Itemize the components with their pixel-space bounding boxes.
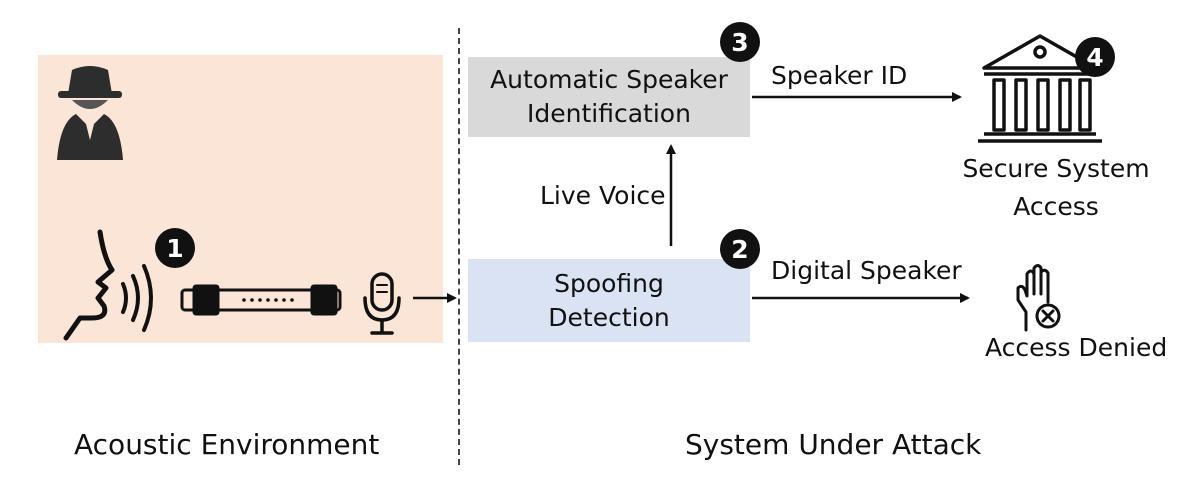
denied-hand-icon	[1016, 264, 1061, 332]
step-badge-3: 3	[720, 22, 760, 62]
speaker-id-label: Speaker ID	[771, 61, 908, 90]
step-badge-2: 2	[720, 229, 760, 269]
acoustic-environment-caption: Acoustic Environment	[74, 428, 380, 461]
microphone-icon	[363, 272, 401, 335]
sound-waves-icon	[121, 264, 153, 332]
flute-icon	[180, 284, 342, 316]
speaking-head-icon	[63, 229, 115, 341]
bank-building-icon	[978, 34, 1102, 143]
spy-icon	[57, 66, 123, 160]
access-denied-label: Access Denied	[985, 333, 1168, 362]
secure-system-access-label: Secure System Access	[962, 154, 1150, 221]
spoofing-detection-box: Spoofing Detection	[468, 259, 750, 342]
step-badge-4: 4	[1075, 37, 1115, 77]
step-badge-1: 1	[155, 228, 195, 268]
speaker-identification-box: Automatic Speaker Identification	[468, 57, 750, 137]
system-under-attack-caption: System Under Attack	[685, 428, 982, 461]
live-voice-label: Live Voice	[540, 181, 666, 210]
digital-speaker-label: Digital Speaker	[771, 256, 962, 285]
divider-line	[458, 28, 460, 465]
